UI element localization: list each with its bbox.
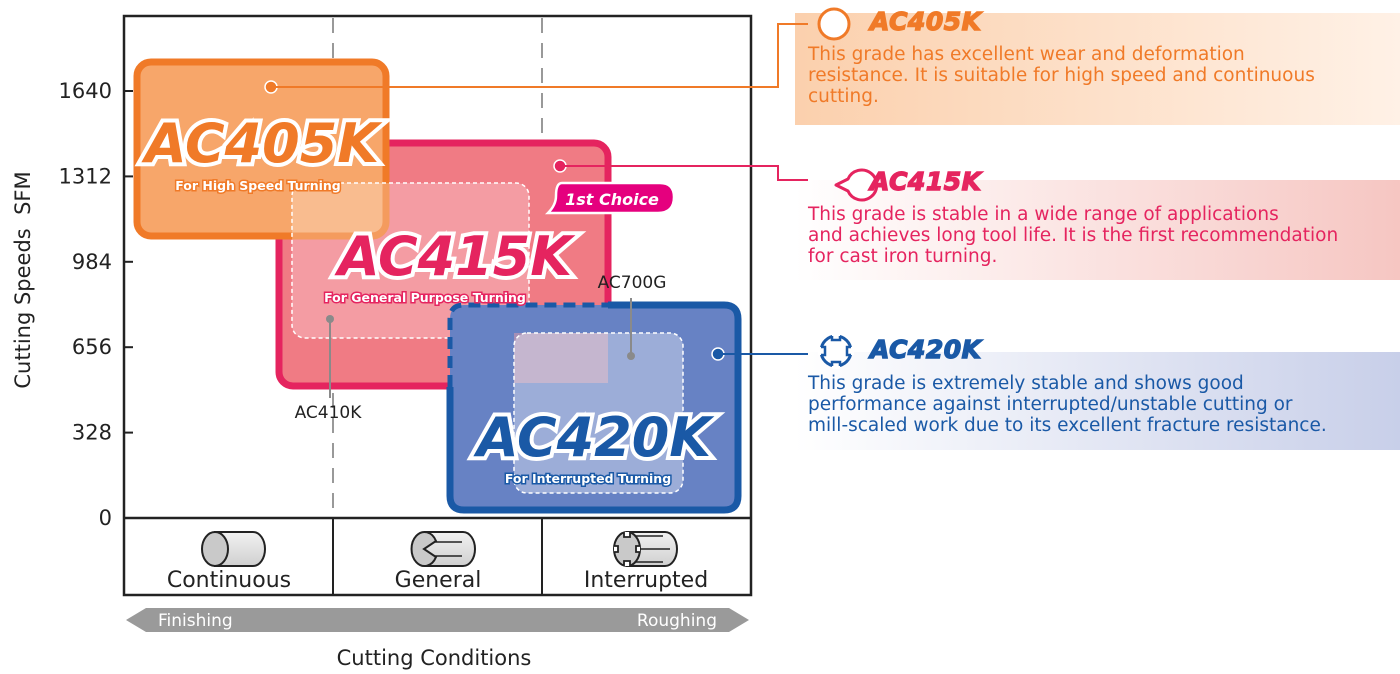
legend-desc-line: This grade has excellent wear and deform… (808, 44, 1245, 65)
legend-desc-ac420k: This grade is extremely stable and shows… (808, 373, 1327, 436)
region-label-ac420k: AC420K (473, 406, 715, 469)
condition-label-continuous: Continuous (167, 568, 291, 593)
arrow-label-roughing: Roughing (637, 611, 717, 631)
region-subtitle-ac420k: For Interrupted Turning (505, 471, 671, 486)
y-tick-label: 0 (99, 506, 112, 530)
legend-desc-ac415k: This grade is stable in a wide range of … (808, 204, 1338, 267)
legend-band-ac420k (795, 352, 1400, 450)
region-subtitle-ac405k: For High Speed Turning (175, 178, 341, 193)
region-ac420k (450, 305, 738, 510)
legend-band-ac415k (795, 180, 1400, 280)
legend-title-ac405k: AC405K (869, 6, 982, 36)
region-ac405k (133, 58, 390, 240)
x-axis-title: Cutting Conditions (337, 646, 532, 670)
legend-desc-line: cutting. (808, 86, 879, 107)
slotted-disc-icon (818, 333, 854, 369)
continuous-cut-icon (201, 531, 266, 567)
legend-desc-ac405k: This grade has excellent wear and deform… (808, 44, 1315, 107)
legend-title-ac420k: AC420K (869, 334, 982, 364)
ac700g-anchor (627, 352, 635, 360)
region-label-ac405k: AC405K (141, 112, 383, 175)
legend-desc-line: for cast iron turning. (808, 246, 998, 267)
legend-desc-line: This grade is stable in a wide range of … (808, 204, 1279, 225)
first-choice-badge (544, 181, 676, 215)
first-choice-label: 1st Choice (565, 190, 659, 209)
legend-desc-line: mill-scaled work due to its excellent fr… (808, 415, 1327, 436)
ac410k-anchor (326, 315, 334, 323)
y-tick-label: 328 (72, 421, 112, 445)
arrow-label-finishing: Finishing (158, 611, 233, 631)
legend-desc-line: resistance. It is suitable for high spee… (808, 65, 1315, 86)
general-cut-icon (410, 531, 476, 567)
region-overlap (514, 333, 608, 383)
region-ac410k (291, 182, 530, 339)
region-ac420k-dashed-border (447, 302, 608, 387)
finishing-roughing-arrow (126, 608, 749, 632)
interrupted-cut-icon (613, 531, 678, 567)
connector-ac415k (560, 165, 808, 181)
legend-title-ac415k: AC415K (869, 166, 982, 196)
solid-disc-icon (817, 7, 851, 41)
y-axis-title: Cutting Speeds SFM (11, 171, 35, 388)
y-tick-label: 1312 (59, 164, 112, 188)
region-subtitle-ac415k: For General Purpose Turning (324, 290, 526, 305)
region-label-ac415k: AC415K (334, 225, 576, 288)
notched-disc-icon (834, 168, 879, 202)
y-tick-label: 984 (72, 250, 112, 274)
condition-label-interrupted: Interrupted (584, 568, 708, 593)
ac700g-label: AC700G (598, 273, 667, 293)
legend-desc-line: This grade is extremely stable and shows… (808, 373, 1244, 394)
legend-band-ac405k (795, 13, 1400, 125)
legend-desc-line: and achieves long tool life. It is the f… (808, 225, 1339, 246)
y-tick-label: 1640 (59, 79, 112, 103)
y-tick-label: 656 (72, 335, 112, 359)
legend-desc-line: performance against interrupted/unstable… (808, 394, 1293, 415)
condition-label-general: General (395, 568, 482, 593)
ac410k-label: AC410K (295, 403, 363, 423)
region-ac700g (513, 332, 684, 494)
connector-ac405k (271, 23, 808, 88)
region-ac420k-border (446, 301, 742, 514)
y-axis-ticks: 1640 1312 984 656 328 0 (59, 79, 133, 530)
